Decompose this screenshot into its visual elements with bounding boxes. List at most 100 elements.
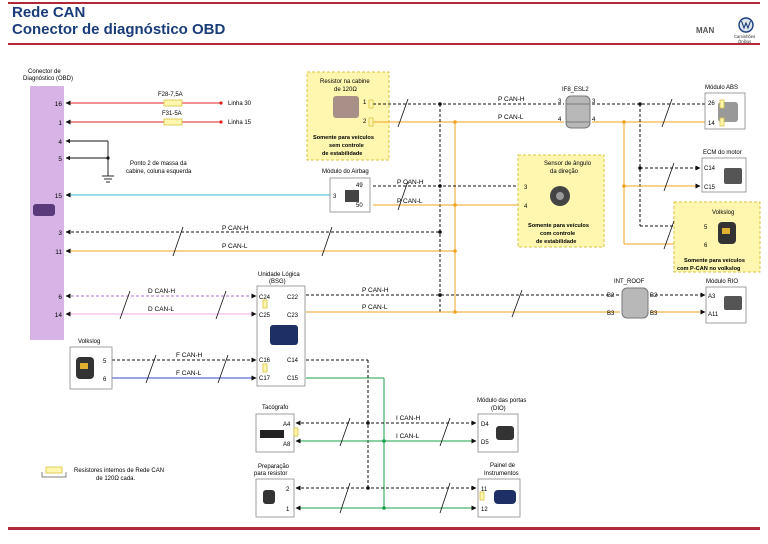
cab-resistor-box: Resistor na cabine de 120Ω 1 2 Somente p… <box>306 71 390 161</box>
taco-title: Tacógrafo <box>262 405 289 411</box>
resistor-pin1: 1 <box>363 100 367 106</box>
pcanl-label-airbag: P CAN-L <box>397 198 423 205</box>
fuse-f31-label: F31-5A <box>162 111 182 117</box>
steering-sensor-box: Sensor de ângulo da direção 3 4 Somente … <box>517 154 605 248</box>
obd-pin-4: 4 <box>58 139 62 146</box>
man-logo: MAN Caminhões Ônibus <box>696 17 755 44</box>
resistor-title1: Resistor na cabine <box>320 79 370 85</box>
obd-pin-5: 5 <box>58 156 62 163</box>
i-can-network <box>295 359 477 511</box>
svg-text:D4: D4 <box>481 422 489 428</box>
logo-brand: MAN <box>696 26 714 35</box>
svg-text:C14: C14 <box>704 166 716 172</box>
airbag-pin3: 3 <box>333 194 337 200</box>
logo-line1: Caminhões <box>734 34 755 39</box>
resistor-pin2: 2 <box>363 119 367 125</box>
p-can-junctions <box>438 102 642 314</box>
pcanl-label-bsg: P CAN-L <box>362 304 388 311</box>
dcanl-label: D CAN-L <box>148 306 174 313</box>
top-bar <box>8 2 760 4</box>
ground-point <box>65 138 114 183</box>
doors-title1: Módulo das portas <box>477 398 526 404</box>
prep-title1: Preparação <box>258 464 290 470</box>
obd-pin-1: 1 <box>58 120 62 127</box>
abs-title: Módulo ABS <box>705 85 738 91</box>
dcanh-label: D CAN-H <box>148 288 175 295</box>
svg-text:3: 3 <box>592 99 596 105</box>
svg-text:C16: C16 <box>259 358 271 364</box>
bsg-title1: Unidade Lógica <box>258 272 300 278</box>
instrument-panel: Painel de Instrumentos 11 12 <box>477 463 521 518</box>
legend-resistor-icon <box>45 466 63 474</box>
icanl-label: I CAN-L <box>396 433 420 440</box>
door-module: Módulo das portas (DIO) D4 D5 <box>477 398 526 453</box>
doors-title2: (DIO) <box>491 406 506 412</box>
svg-text:4: 4 <box>592 117 596 123</box>
introof-title: INT_ROOF <box>614 279 645 285</box>
volkslog-left-module: Volkslog 5 6 <box>69 339 113 390</box>
vw-logo-icon <box>738 17 754 33</box>
obd-title-line1: Conector de <box>28 69 61 75</box>
svg-text:B3: B3 <box>607 311 615 317</box>
svg-text:B2: B2 <box>650 293 658 299</box>
legend-line2: de 120Ω cada. <box>96 476 136 482</box>
linha15-label: Linha 15 <box>228 120 252 126</box>
svg-text:4: 4 <box>524 204 528 210</box>
tachograph-module: Tacógrafo A4 A8 <box>255 405 295 453</box>
ecm-title: ECM do motor <box>703 150 742 156</box>
volkslog-right-title: Volkslog <box>712 210 734 216</box>
prep-title2: para resistor <box>254 471 287 477</box>
pcanh-label-bsg: P CAN-H <box>362 287 389 294</box>
svg-text:com P-CAN no volkslog: com P-CAN no volkslog <box>677 266 741 272</box>
volkslog-right-box: Volkslog 5 6 Somente para veículos com P… <box>673 201 761 273</box>
pcanl-label-top: P CAN-L <box>498 114 524 121</box>
pcanh-label-top: P CAN-H <box>498 96 525 103</box>
svg-text:C24: C24 <box>259 295 271 301</box>
svg-text:11: 11 <box>481 487 488 493</box>
pcanl-label-obd: P CAN-L <box>222 243 248 250</box>
resistor-note3: de estabilidade <box>322 151 362 157</box>
fuse-f31 <box>163 118 183 126</box>
airbag-pin49: 49 <box>356 183 363 189</box>
fcanl-label: F CAN-L <box>176 370 202 377</box>
i-can-junctions <box>366 421 386 510</box>
svg-text:C25: C25 <box>259 313 271 319</box>
rio-module: Módulo RIO A3 A11 <box>705 279 747 324</box>
svg-text:3: 3 <box>558 99 562 105</box>
svg-text:C15: C15 <box>704 185 716 191</box>
svg-text:4: 4 <box>558 117 562 123</box>
resistor-title2: de 120Ω <box>334 87 357 93</box>
rio-title: Módulo RIO <box>706 279 738 285</box>
obd-pin-11: 11 <box>55 249 62 256</box>
power-lines: F28-7,5A F31-5A Linha 30 Linha 15 <box>65 92 252 126</box>
svg-text:C14: C14 <box>287 358 299 364</box>
svg-text:1: 1 <box>286 507 290 513</box>
legend: Resistores internos de Rede CAN de 120Ω … <box>41 466 164 482</box>
svg-text:6: 6 <box>704 243 708 249</box>
abs-module: Módulo ABS 26 14 <box>704 85 746 130</box>
resistor-note1: Somente para veículos <box>313 135 374 141</box>
svg-text:5: 5 <box>103 359 107 365</box>
svg-text:C23: C23 <box>287 313 299 319</box>
obd-pin-15: 15 <box>55 193 63 200</box>
obd-pin-16: 16 <box>55 101 63 108</box>
steer-title2: da direção <box>550 169 579 175</box>
obd-pin-6: 6 <box>58 294 62 301</box>
svg-text:12: 12 <box>481 507 488 513</box>
page-title: Rede CAN <box>12 4 86 21</box>
svg-text:com controle: com controle <box>540 231 575 237</box>
linha30-label: Linha 30 <box>228 101 252 107</box>
obd-connector: Conector de Diagnóstico (OBD) 16 1 4 5 1… <box>23 69 73 340</box>
svg-text:A8: A8 <box>283 442 291 448</box>
icanh-label: I CAN-H <box>396 415 421 422</box>
svg-text:6: 6 <box>103 377 107 383</box>
logo-line2: Ônibus <box>738 39 751 44</box>
svg-text:26: 26 <box>708 101 715 107</box>
if8-esl2-connector: IF8_ESL2 3 4 3 4 <box>558 87 596 129</box>
svg-text:A4: A4 <box>283 422 291 428</box>
svg-text:5: 5 <box>704 225 708 231</box>
svg-text:2: 2 <box>286 487 290 493</box>
f-can-lines <box>112 357 257 381</box>
svg-text:D5: D5 <box>481 440 489 446</box>
steer-title1: Sensor de ângulo <box>544 161 592 167</box>
